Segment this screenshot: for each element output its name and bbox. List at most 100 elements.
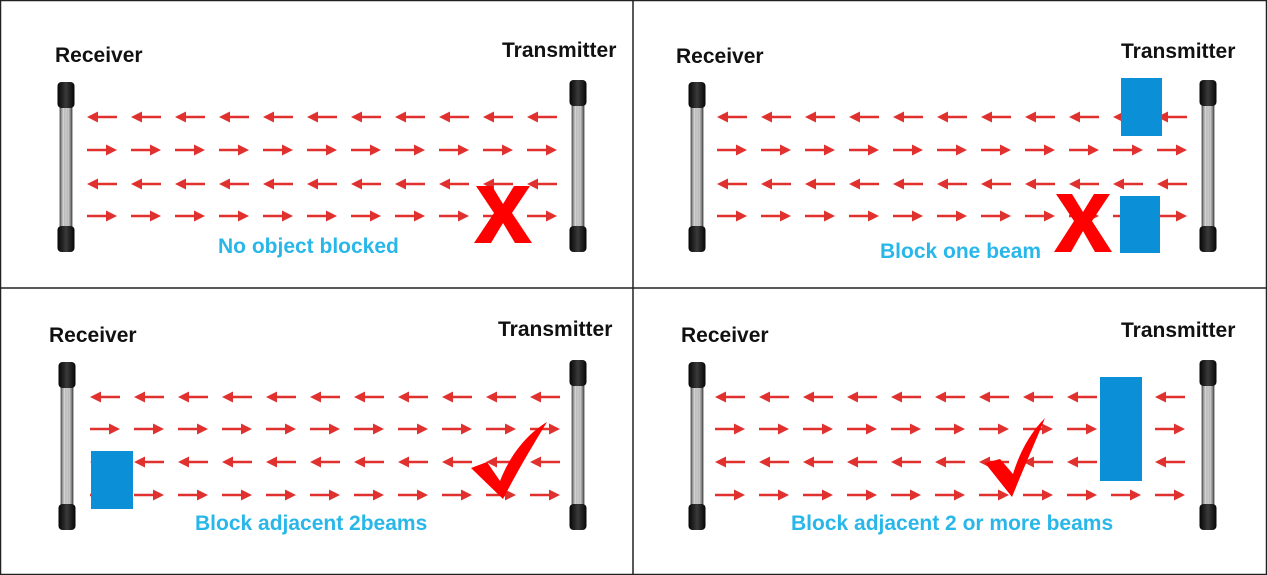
beam-arrow-right — [134, 423, 164, 435]
caption: Block adjacent 2 or more beams — [791, 512, 1113, 535]
beam-arrow-right — [803, 423, 833, 435]
beam-arrow-left — [222, 456, 252, 468]
beam-arrow-right — [395, 144, 425, 156]
beam-arrow-right — [935, 423, 965, 435]
beam-arrow-right — [1067, 423, 1097, 435]
beam-arrow-left — [1067, 391, 1097, 403]
beam-arrow-left — [439, 178, 469, 190]
beam-arrow-left — [398, 456, 428, 468]
beam-arrow-right — [1113, 144, 1143, 156]
beam-arrow-right — [891, 423, 921, 435]
beam-arrow-left — [893, 178, 923, 190]
beam-arrow-left — [805, 178, 835, 190]
beam-arrows — [717, 111, 1187, 222]
beam-arrow-right — [263, 210, 293, 222]
beam-arrow-right — [1111, 489, 1141, 501]
beam-arrow-left — [937, 178, 967, 190]
beam-arrow-right — [310, 489, 340, 501]
receiver-label: Receiver — [55, 44, 143, 67]
beam-arrow-right — [1069, 144, 1099, 156]
beam-arrow-left — [1025, 178, 1055, 190]
beam-arrow-left — [527, 111, 557, 123]
beam-arrow-right — [715, 489, 745, 501]
caption: Block one beam — [880, 240, 1041, 263]
beam-arrow-left — [759, 391, 789, 403]
beam-arrow-right — [849, 144, 879, 156]
beam-arrow-right — [134, 489, 164, 501]
beam-arrow-right — [175, 210, 205, 222]
receiver-label: Receiver — [676, 45, 764, 68]
beam-arrow-right — [979, 489, 1009, 501]
transmitter-post — [569, 360, 587, 530]
beam-arrow-right — [527, 144, 557, 156]
receiver-post — [57, 82, 75, 252]
beam-arrow-right — [935, 489, 965, 501]
beam-arrow-right — [893, 210, 923, 222]
transmitter-label: Transmitter — [1121, 40, 1235, 63]
beam-arrow-right — [1025, 144, 1055, 156]
beam-arrow-left — [803, 456, 833, 468]
beam-arrow-right — [761, 210, 791, 222]
beam-arrow-left — [761, 178, 791, 190]
cross-icon — [474, 186, 532, 243]
beam-arrow-left — [222, 391, 252, 403]
beam-arrow-right — [87, 144, 117, 156]
beam-arrow-right — [1023, 423, 1053, 435]
beam-arrow-right — [849, 210, 879, 222]
beam-arrow-left — [307, 111, 337, 123]
beam-arrow-left — [398, 391, 428, 403]
beam-arrow-left — [266, 456, 296, 468]
beam-arrows — [87, 111, 557, 222]
obstacle-block — [1121, 78, 1162, 136]
beam-arrow-left — [847, 456, 877, 468]
beam-arrow-left — [395, 178, 425, 190]
beam-arrow-left — [891, 391, 921, 403]
beam-arrow-right — [178, 489, 208, 501]
beam-arrow-left — [219, 178, 249, 190]
beam-arrow-right — [266, 423, 296, 435]
beam-arrow-left — [530, 456, 560, 468]
beam-arrow-left — [981, 111, 1011, 123]
transmitter-label: Transmitter — [502, 39, 616, 62]
beam-arrow-right — [803, 489, 833, 501]
beam-arrow-right — [351, 144, 381, 156]
beam-arrow-right — [1157, 210, 1187, 222]
obstacle-block — [1120, 196, 1160, 253]
beam-arrow-right — [266, 489, 296, 501]
beam-arrow-right — [439, 144, 469, 156]
beam-arrow-right — [759, 423, 789, 435]
receiver-post — [688, 362, 706, 530]
beam-arrow-left — [715, 391, 745, 403]
beam-arrow-left — [263, 178, 293, 190]
beam-arrow-left — [1157, 178, 1187, 190]
panel-no-object: Receiver Transmitter No object blocked — [55, 39, 616, 258]
beam-arrow-left — [937, 111, 967, 123]
beam-arrow-right — [981, 144, 1011, 156]
beam-arrow-right — [527, 210, 557, 222]
beam-arrow-left — [803, 391, 833, 403]
receiver-label: Receiver — [681, 324, 769, 347]
beam-arrow-left — [134, 456, 164, 468]
receiver-post — [58, 362, 76, 530]
beam-arrow-left — [87, 111, 117, 123]
beam-arrow-right — [131, 210, 161, 222]
beam-arrow-right — [175, 144, 205, 156]
beam-arrow-right — [1155, 489, 1185, 501]
beam-arrow-right — [979, 423, 1009, 435]
beam-arrow-left — [354, 391, 384, 403]
beam-arrow-left — [759, 456, 789, 468]
beam-arrow-left — [1025, 111, 1055, 123]
beam-arrow-left — [178, 391, 208, 403]
beam-arrow-left — [310, 391, 340, 403]
beam-arrow-left — [979, 391, 1009, 403]
beam-arrow-right — [90, 423, 120, 435]
beam-arrow-left — [1157, 111, 1187, 123]
beam-arrow-left — [354, 456, 384, 468]
beam-arrow-left — [131, 111, 161, 123]
beam-arrow-left — [849, 178, 879, 190]
beam-arrow-left — [266, 391, 296, 403]
beam-arrow-left — [87, 178, 117, 190]
beam-arrow-right — [805, 210, 835, 222]
beam-arrow-right — [847, 423, 877, 435]
